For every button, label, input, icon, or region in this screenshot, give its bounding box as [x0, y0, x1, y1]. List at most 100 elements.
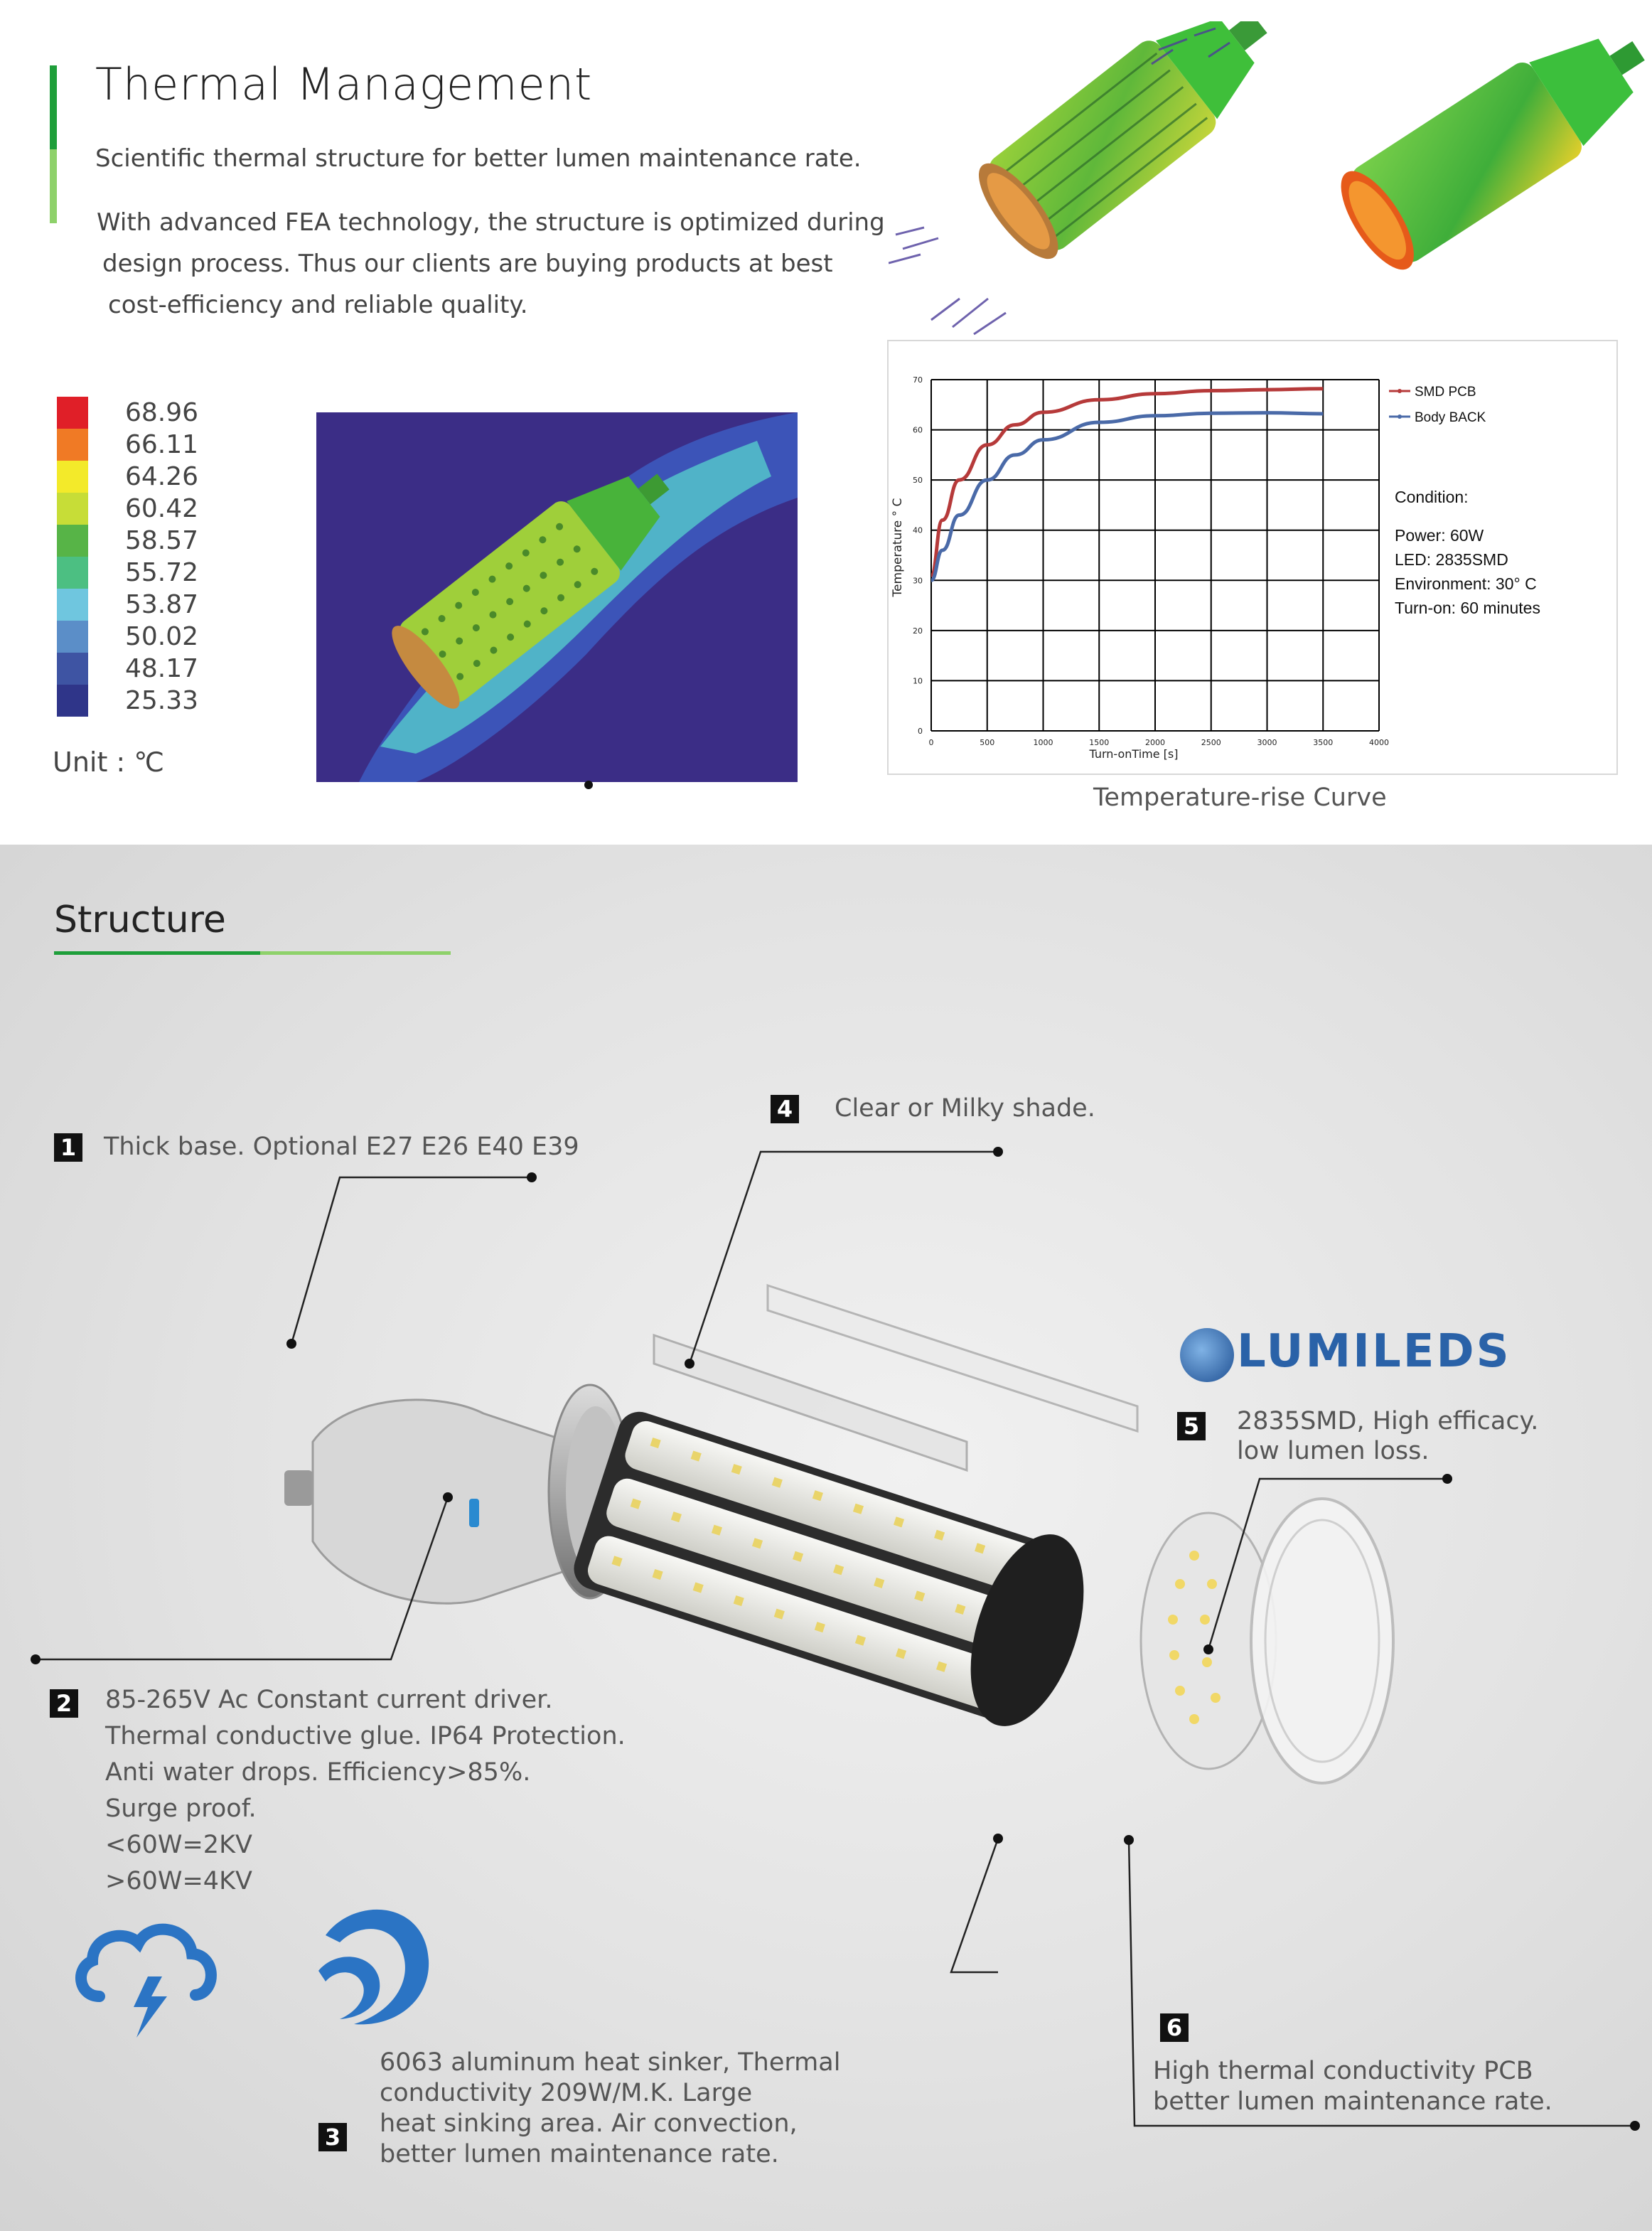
- callout-4-badge: 4: [771, 1095, 799, 1123]
- thermal-desc-line-1: With advanced FEA technology, the struct…: [97, 208, 885, 237]
- callout-5-text-line-2: low lumen loss.: [1237, 1437, 1430, 1465]
- chart-x-tick-label: 1000: [1034, 738, 1053, 747]
- callout-2-line: >60W=4KV: [105, 1867, 252, 1895]
- accent-bar-light: [50, 149, 57, 223]
- chart-x-tick-label: 1500: [1089, 738, 1109, 747]
- chart-y-tick-label: 0: [918, 727, 923, 736]
- chart-y-tick-label: 10: [913, 676, 923, 685]
- legend-unit: Unit : ℃: [53, 747, 164, 778]
- chart-y-tick-label: 30: [913, 576, 923, 585]
- chart-legend-label: Body BACK: [1415, 410, 1486, 425]
- chart-x-axis-label: Turn-onTime [s]: [1089, 747, 1179, 761]
- structure-title: Structure: [54, 899, 226, 941]
- callout-3-badge: 3: [318, 2123, 347, 2151]
- chart-legend-label: SMD PCB: [1415, 385, 1476, 400]
- chart-y-tick-label: 60: [913, 426, 923, 435]
- callout-1-badge: 1: [54, 1133, 82, 1162]
- chart-legend-marker: [1398, 389, 1402, 393]
- chart-x-tick-label: 3500: [1313, 738, 1333, 747]
- callout-5-badge: 5: [1177, 1412, 1206, 1440]
- callout-3-line: heat sinking area. Air convection,: [380, 2109, 798, 2138]
- legend-value: 66.11: [125, 430, 199, 459]
- chart-x-tick-label: 0: [929, 738, 934, 747]
- legend-swatch: [57, 397, 88, 429]
- callout-lines: [31, 1147, 1640, 2131]
- condition-led: LED: 2835SMD: [1395, 550, 1508, 569]
- legend-value: 50.02: [125, 622, 199, 651]
- callout-6-badge: 6: [1160, 2013, 1189, 2042]
- fea-simulation-image: [316, 412, 798, 782]
- chart-series-line: [930, 411, 1324, 582]
- chart-y-tick-label: 70: [913, 375, 923, 385]
- legend-value: 48.17: [125, 654, 199, 683]
- structure-section: Structure: [0, 845, 1652, 2231]
- chart-y-tick-label: 40: [913, 526, 923, 535]
- cloud-lightning-icon: [75, 1923, 217, 2038]
- chart-x-tick-label: 2500: [1201, 738, 1221, 747]
- legend-swatch: [57, 525, 88, 557]
- chart-legend-marker: [1398, 414, 1402, 419]
- temperature-chart: 0 500 1000 1500 2000 2500 3000 3500 4000 0 10 20 30 4…: [887, 340, 1618, 775]
- chart-caption: Temperature-rise Curve: [1093, 783, 1387, 812]
- legend-value: 58.57: [125, 526, 199, 555]
- thermal-desc-line-3: cost-efficiency and reliable quality.: [108, 291, 528, 319]
- legend-swatch: [57, 685, 88, 717]
- temperature-chart-svg: 0 500 1000 1500 2000 2500 3000 3500 4000 0 10 20 30 4…: [891, 375, 1486, 761]
- legend-value: 55.72: [125, 558, 199, 587]
- thermal-subtitle: Scientific thermal structure for better …: [95, 144, 862, 173]
- lumileds-logo-icon: [1180, 1328, 1234, 1382]
- legend-swatch: [57, 589, 88, 621]
- callout-2-line: Anti water drops. Efficiency>85%.: [105, 1758, 531, 1787]
- legend-swatch: [57, 653, 88, 685]
- callout-6-text: High thermal conductivity PCB better lum…: [1153, 2053, 1552, 2120]
- title-underline: [54, 951, 260, 955]
- legend-value: 60.42: [125, 494, 199, 523]
- title-underline-light: [260, 951, 451, 955]
- callout-6-line: better lumen maintenance rate.: [1153, 2087, 1552, 2116]
- legend-swatch: [57, 493, 88, 525]
- callout-2-line: 85-265V Ac Constant current driver.: [105, 1686, 553, 1714]
- chart-x-tick-label: 500: [980, 738, 994, 747]
- legend-swatch: [57, 429, 88, 461]
- exploded-lamp-illustration: [284, 1283, 1395, 1785]
- callout-2-line: Thermal conductive glue. IP64 Protection…: [105, 1722, 626, 1750]
- marker-dot: [584, 781, 593, 789]
- callout-6-line: High thermal conductivity PCB: [1153, 2057, 1533, 2085]
- condition-environment: Environment: 30° C: [1395, 574, 1537, 593]
- chart-y-tick-label: 20: [913, 626, 923, 636]
- callout-5-text-line-1: 2835SMD, High efficacy.: [1237, 1407, 1539, 1435]
- callout-1-text: Thick base. Optional E27 E26 E40 E39: [104, 1133, 579, 1161]
- callout-3-line: conductivity 209W/M.K. Large: [380, 2079, 753, 2107]
- chart-condition: Condition: Power: 60W LED: 2835SMD Envir…: [1395, 485, 1540, 620]
- callout-2-text: 85-265V Ac Constant current driver. Ther…: [105, 1682, 626, 1900]
- chart-x-tick-label: 3000: [1257, 738, 1277, 747]
- callout-4-text: Clear or Milky shade.: [835, 1094, 1095, 1123]
- condition-power: Power: 60W: [1395, 526, 1484, 545]
- legend-swatch: [57, 461, 88, 493]
- legend-swatch: [57, 621, 88, 653]
- callout-2-line: Surge proof.: [105, 1794, 257, 1823]
- callout-2-badge: 2: [50, 1689, 78, 1718]
- callout-3-line: 6063 aluminum heat sinker, Thermal: [380, 2048, 841, 2077]
- legend-value: 64.26: [125, 462, 199, 491]
- legend-value: 25.33: [125, 686, 199, 715]
- thermal-desc-line-2: design process. Thus our clients are buy…: [102, 250, 833, 278]
- page-title: Thermal Management: [95, 58, 593, 110]
- chart-y-axis-label: Temperature ° C: [891, 498, 905, 598]
- legend-swatch: [57, 557, 88, 589]
- accent-bar: [50, 65, 57, 149]
- legend-value: 53.87: [125, 590, 199, 619]
- thermal-section: Thermal Management Scientific thermal st…: [0, 0, 1652, 845]
- legend-value: 68.96: [125, 398, 199, 427]
- callout-2-line: <60W=2KV: [105, 1831, 252, 1859]
- temperature-legend: 68.96 66.11 64.26 60.42 58.57 55.72 53.8…: [0, 397, 284, 724]
- condition-heading: Condition:: [1395, 488, 1469, 506]
- brand-logo-text: LUMILEDS: [1237, 1325, 1511, 1378]
- chart-series-line: [929, 387, 1324, 577]
- chart-x-tick-label: 4000: [1369, 738, 1389, 747]
- fea-lamp-renders: [889, 21, 1645, 336]
- condition-turn-on: Turn-on: 60 minutes: [1395, 599, 1540, 617]
- chart-x-tick-label: 2000: [1145, 738, 1165, 747]
- callout-3-line: better lumen maintenance rate.: [380, 2140, 779, 2168]
- water-wave-icon: [318, 1909, 429, 2025]
